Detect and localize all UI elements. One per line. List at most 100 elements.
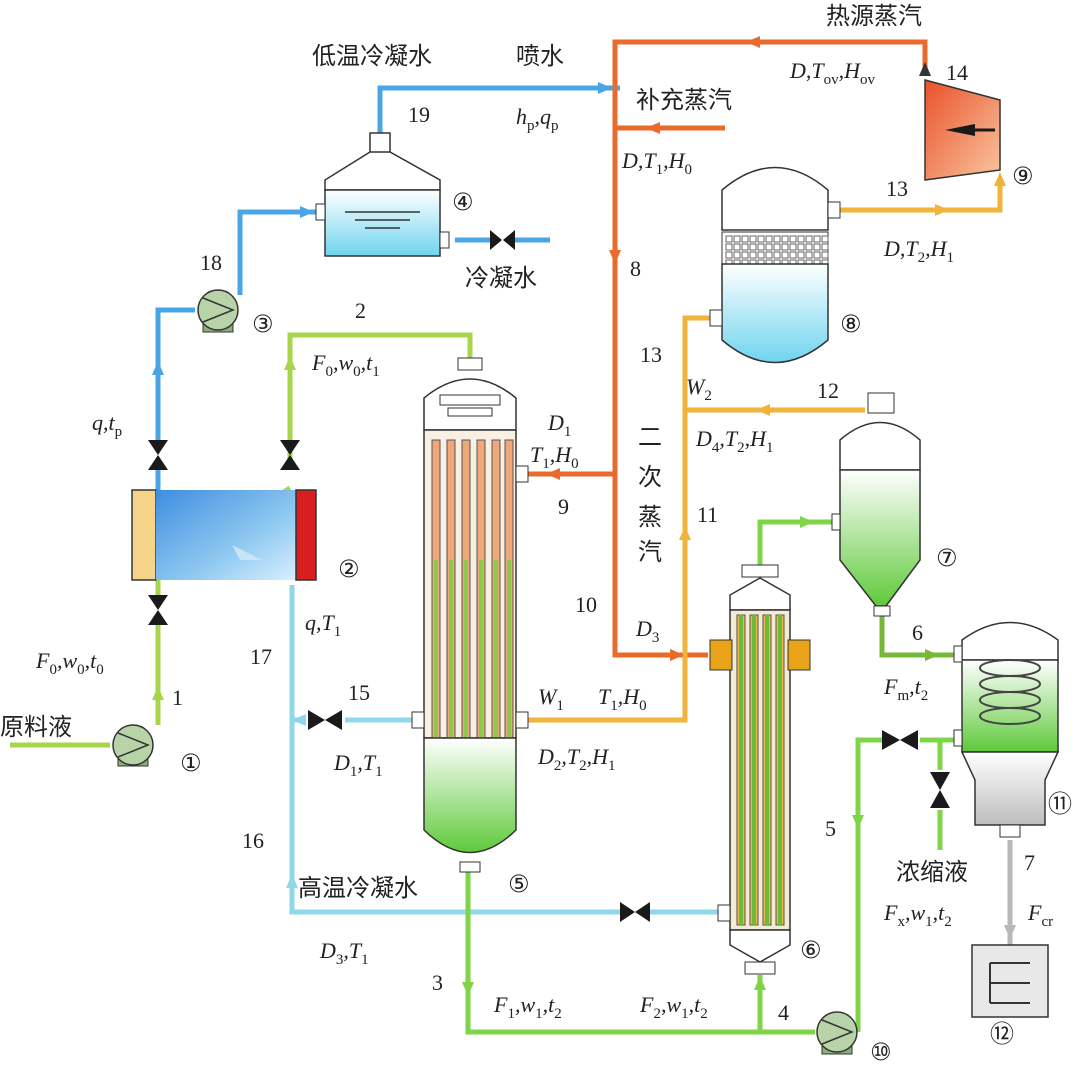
mesh-cell — [821, 243, 829, 251]
valve-icon[interactable] — [620, 902, 650, 922]
stream-number: 15 — [348, 680, 370, 705]
stream-number: 13 — [640, 342, 662, 367]
variable-label: D,Tov,Hov — [789, 58, 876, 88]
stream-number: 11 — [697, 502, 718, 527]
equipment-number: ⑪ — [1048, 790, 1072, 818]
equipment-number: ④ — [452, 188, 474, 216]
variable-label: F0,w0,t1 — [311, 350, 380, 380]
mesh-cell — [725, 243, 733, 251]
valve-icon[interactable] — [930, 772, 950, 808]
stream-number: 16 — [242, 828, 264, 853]
spray-condenser — [315, 132, 450, 257]
equipment-number: ⑨ — [1012, 162, 1034, 190]
variable-label: W1 — [538, 684, 564, 714]
valve-icon[interactable] — [148, 595, 168, 625]
valve-icon[interactable] — [882, 730, 918, 750]
liquid-film — [479, 560, 483, 738]
mesh-cell — [805, 243, 813, 251]
feed-pump[interactable] — [112, 724, 154, 767]
variable-label: T1,H0 — [530, 442, 579, 472]
equipment-number: ⑩ — [870, 1038, 892, 1066]
mesh-cell — [749, 235, 757, 243]
variable-label: q,tp — [92, 410, 122, 440]
variable-label: D,T1,H0 — [621, 148, 692, 178]
equipment-number: ③ — [252, 310, 274, 338]
label-condensate: 冷凝水 — [465, 264, 537, 292]
equipment-number: ① — [180, 749, 202, 777]
falling-film-evaporator — [411, 357, 529, 873]
stream-number: 17 — [250, 644, 272, 669]
variable-label: q,T1 — [305, 610, 341, 640]
forced-circulation-evaporator — [709, 564, 811, 975]
stream-number: 8 — [630, 256, 641, 281]
mesh-cell — [797, 243, 805, 251]
stream-number: 4 — [778, 1000, 789, 1025]
equipment-numbers: ① ② ③ ④ ⑤ ⑥ ⑦ ⑧ ⑨ ⑩ ⑪ ⑫ — [180, 162, 1072, 1066]
variable-label: Fcr — [1027, 900, 1053, 930]
variable-label: Fm,t2 — [883, 674, 928, 704]
condensate-pump[interactable] — [197, 289, 239, 333]
circulation-pump[interactable] — [816, 1011, 858, 1055]
equipment-number: ⑤ — [508, 870, 530, 898]
valve-icon[interactable] — [280, 440, 300, 470]
valve-icon[interactable] — [308, 710, 342, 730]
variable-label: D1,T1 — [333, 750, 383, 780]
label-feed-liquid: 原料液 — [0, 713, 72, 741]
stream-number: 10 — [575, 592, 597, 617]
centrifuge — [971, 944, 1049, 1018]
mesh-cell — [773, 251, 781, 259]
variable-label: D1 — [547, 410, 571, 440]
crystallizer — [953, 621, 1060, 838]
separator — [831, 392, 921, 617]
stream-number: 6 — [912, 620, 923, 645]
vapor-compressor — [924, 79, 1001, 181]
variable-label: hp,qp — [516, 104, 559, 134]
stream-number: 18 — [200, 250, 222, 275]
valve-icon[interactable] — [490, 230, 515, 250]
mesh-cell — [741, 243, 749, 251]
stream-number: 1 — [172, 685, 183, 710]
plate-heat-exchanger — [131, 489, 317, 581]
mesh-cell — [813, 235, 821, 243]
mesh-cell — [781, 243, 789, 251]
label-low-temp-condensate: 低温冷凝水 — [312, 42, 432, 70]
mesh-cell — [773, 243, 781, 251]
mesh-cell — [781, 251, 789, 259]
demister-tank — [709, 166, 841, 364]
mesh-cell — [757, 235, 765, 243]
variable-label: F0,w0,t0 — [35, 648, 104, 678]
mesh-cell — [749, 251, 757, 259]
stream-number: 14 — [946, 60, 968, 85]
label-concentrate: 浓缩液 — [896, 858, 968, 886]
mesh-cell — [725, 235, 733, 243]
mesh-cell — [765, 251, 773, 259]
equipment-number: ⑫ — [990, 1020, 1014, 1048]
label-heat-source-steam: 热源蒸汽 — [826, 2, 922, 30]
stream-number: 19 — [408, 102, 430, 127]
label-secondary-steam-4: 汽 — [638, 538, 662, 566]
stream-number: 7 — [1024, 850, 1035, 875]
equipment-number: ⑧ — [840, 310, 862, 338]
variable-label: D4,T2,H1 — [695, 426, 774, 456]
mesh-cell — [749, 243, 757, 251]
mesh-cell — [741, 235, 749, 243]
mesh-cell — [821, 235, 829, 243]
pipe-hot-steam — [522, 39, 928, 658]
pipe-low-temp-condensate — [155, 85, 620, 490]
label-make-up-steam: 补充蒸汽 — [636, 86, 732, 114]
liquid-film — [449, 560, 453, 738]
variable-label: W2 — [686, 374, 712, 404]
valve-icon[interactable] — [148, 440, 168, 470]
mesh-cell — [725, 251, 733, 259]
mesh-cell — [773, 235, 781, 243]
mesh-cell — [797, 235, 805, 243]
stream-number: 13 — [886, 176, 908, 201]
liquid-film — [778, 615, 782, 925]
liquid-film — [765, 615, 769, 925]
label-secondary-steam-1: 二 — [638, 423, 662, 451]
stream-numbers: 1 2 3 4 5 6 7 8 9 10 11 12 13 13 14 15 1… — [172, 60, 1035, 1025]
liquid-film — [752, 615, 756, 925]
variable-label: Fx,w1,t2 — [883, 900, 952, 930]
mesh-cell — [733, 251, 741, 259]
